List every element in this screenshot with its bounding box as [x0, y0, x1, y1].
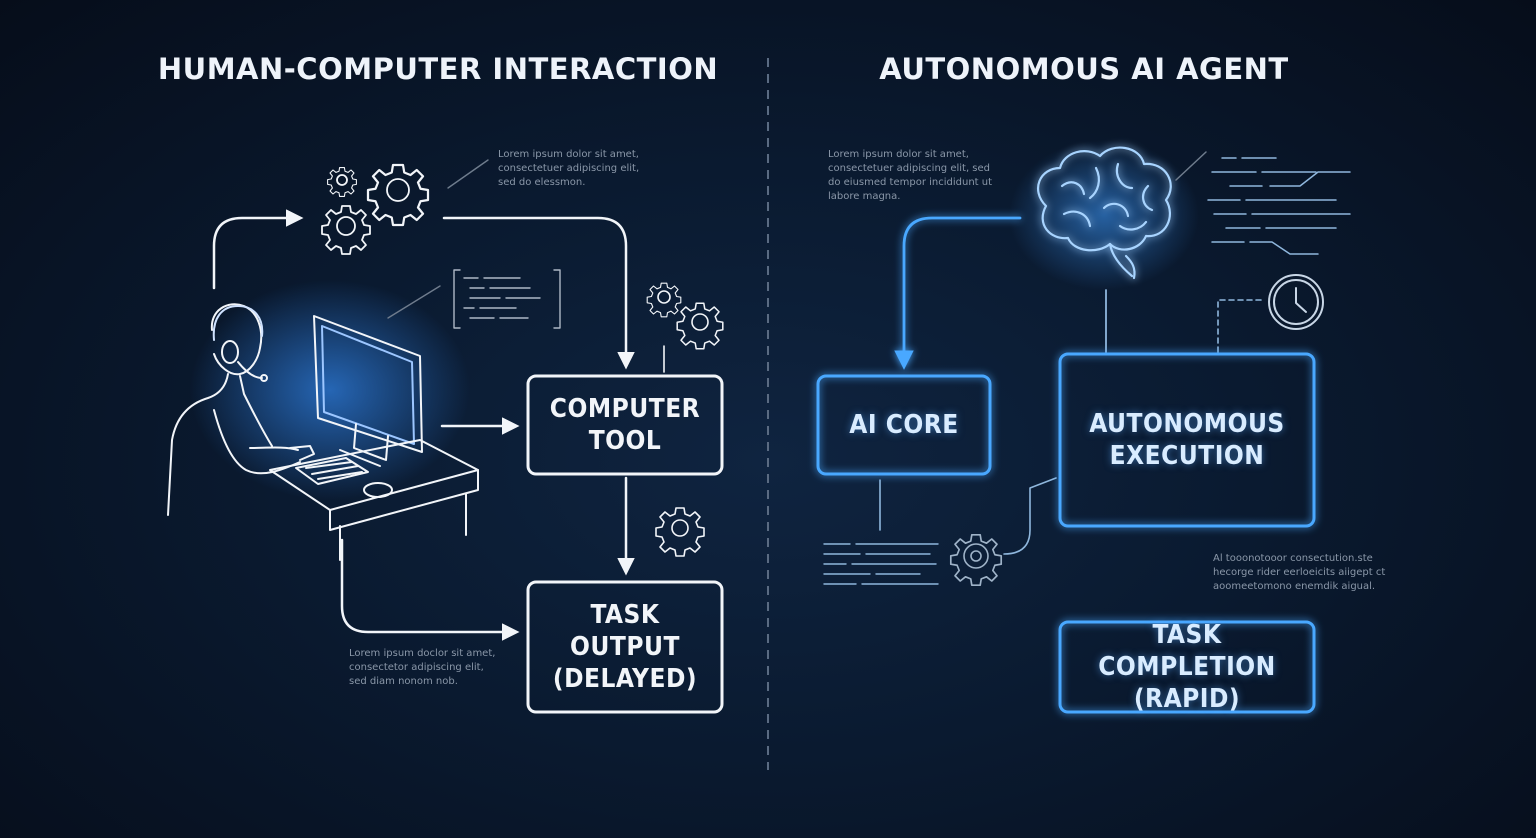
label-line: COMPUTER — [549, 394, 701, 424]
note-line: sed do elessmon. — [498, 177, 586, 188]
arrow-operator-to-gears — [212, 209, 304, 290]
gear-icon — [949, 533, 1003, 587]
note-line: Lorem ipsum dolor sit amet, — [498, 149, 639, 160]
monitor-glow — [190, 280, 470, 500]
computer-tool-label: COMPUTER TOOL — [528, 376, 722, 474]
right-panel — [816, 140, 1351, 714]
label-line: AUTONOMOUS — [1089, 409, 1285, 439]
label-line: AI CORE — [849, 410, 959, 440]
note-line: Al tooonotooor consectution.ste — [1213, 553, 1373, 564]
code-snippet-icon — [387, 269, 561, 329]
computer-tool-box — [526, 374, 724, 476]
gear-icon — [646, 282, 724, 557]
task-output-box — [526, 580, 724, 714]
label-line: EXECUTION — [1109, 441, 1265, 471]
label-line: OUTPUT — [570, 632, 680, 662]
brain-icon — [1036, 146, 1172, 280]
note-line: hecorge rider eerloeicits aiigept ct — [1213, 567, 1386, 578]
note-line: sed diam nonom nob. — [349, 676, 458, 687]
label-line: TASK — [590, 600, 660, 630]
note-line: Lorem ipsum doclor sit amet, — [349, 648, 496, 659]
note-line: consectetuer adipiscing elit, sed — [828, 163, 991, 174]
ai-core-label: AI CORE — [818, 376, 990, 474]
data-lines-icon — [823, 543, 939, 585]
task-output-label: TASK OUTPUT (DELAYED) — [528, 582, 722, 712]
gears-icon — [321, 163, 430, 255]
note-line: consectetor adipiscing elit, — [349, 662, 484, 673]
autonomous-execution-label: AUTONOMOUS EXECUTION — [1060, 354, 1314, 526]
desk-icon — [269, 439, 479, 561]
left-panel — [167, 159, 724, 714]
task-completion-label: TASK COMPLETION (RAPID) — [1060, 620, 1314, 714]
label-line: (RAPID) — [1133, 684, 1241, 714]
right-note-top: Lorem ipsum dolor sit amet, consectetuer… — [828, 148, 992, 204]
right-note-bottom: Al tooonotooor consectution.ste hecorge … — [1213, 552, 1385, 594]
clock-icon — [1268, 274, 1324, 330]
data-lines-icon — [1175, 151, 1351, 255]
right-panel-title: AUTONOMOUS AI AGENT — [879, 52, 1289, 86]
autonomous-execution-box — [1058, 352, 1316, 528]
left-panel-title: HUMAN-COMPUTER INTERACTION — [157, 52, 719, 86]
left-note-top: Lorem ipsum dolor sit amet, consectetuer… — [498, 148, 639, 190]
ai-core-box — [816, 374, 992, 476]
arrow-brain-to-core — [894, 216, 1022, 370]
label-line: TOOL — [588, 426, 662, 456]
note-line: consectetuer adipiscing elit, — [498, 163, 640, 174]
note-line: do eiusmed tempor incididunt ut — [828, 177, 993, 188]
left-note-bottom: Lorem ipsum doclor sit amet, consectetor… — [349, 647, 495, 689]
note-line: aoomeetomono enemdik aigual. — [1213, 581, 1376, 592]
arrow-operator-to-output — [340, 538, 520, 641]
label-line: TASK COMPLETION — [1098, 620, 1276, 682]
task-completion-box — [1058, 620, 1316, 714]
note-line: labore magna. — [828, 191, 901, 202]
arrow-gears-to-tool — [442, 216, 635, 370]
note-line: Lorem ipsum dolor sit amet, — [828, 149, 969, 160]
monitor-icon — [313, 315, 423, 467]
operator-at-computer-icon — [167, 303, 315, 516]
label-line: (DELAYED) — [552, 664, 698, 694]
